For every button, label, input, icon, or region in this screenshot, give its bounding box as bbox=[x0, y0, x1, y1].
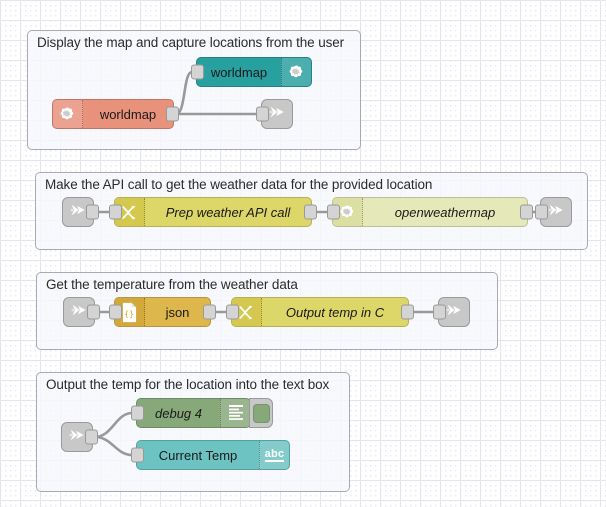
node-link-in-3[interactable] bbox=[63, 297, 100, 327]
node-label: Output temp in C bbox=[285, 304, 385, 320]
input-port[interactable] bbox=[131, 405, 144, 421]
node-label: Current Temp bbox=[158, 447, 238, 463]
node-label: debug 4 bbox=[155, 405, 202, 421]
node-label: openweathermap bbox=[394, 204, 496, 220]
input-port[interactable] bbox=[109, 204, 122, 220]
link-out-icon bbox=[444, 300, 464, 325]
input-port[interactable] bbox=[131, 447, 144, 463]
output-port[interactable] bbox=[86, 204, 99, 220]
group-label: Make the API call to get the weather dat… bbox=[45, 177, 433, 192]
output-port[interactable] bbox=[166, 106, 179, 122]
node-label: json bbox=[165, 304, 190, 320]
output-port[interactable] bbox=[87, 304, 100, 320]
globe-icon bbox=[53, 100, 83, 128]
node-json[interactable]: {} json bbox=[109, 297, 216, 327]
globe-icon bbox=[281, 58, 311, 86]
input-port[interactable] bbox=[109, 304, 122, 320]
node-worldmap-out[interactable]: worldmap bbox=[191, 57, 312, 87]
output-port[interactable] bbox=[401, 304, 414, 320]
node-debug-4[interactable]: debug 4 bbox=[131, 398, 273, 428]
node-output-temp-in-c[interactable]: Output temp in C bbox=[226, 297, 414, 327]
node-link-out-3[interactable] bbox=[433, 297, 470, 327]
node-label: worldmap bbox=[210, 64, 268, 80]
link-out-icon bbox=[546, 200, 566, 225]
node-link-in-2[interactable] bbox=[62, 197, 99, 227]
output-port[interactable] bbox=[304, 204, 317, 220]
node-link-in-4[interactable] bbox=[61, 422, 98, 452]
input-port[interactable] bbox=[256, 106, 269, 122]
node-current-temp[interactable]: Current Temp abc bbox=[131, 440, 290, 470]
link-in-icon bbox=[67, 425, 87, 450]
group-label: Output the temp for the location into th… bbox=[46, 377, 330, 392]
node-openweathermap[interactable]: openweathermap bbox=[327, 197, 533, 227]
output-port[interactable] bbox=[520, 204, 533, 220]
input-port[interactable] bbox=[191, 64, 204, 80]
output-port[interactable] bbox=[203, 304, 216, 320]
debug-lines-icon bbox=[220, 399, 250, 427]
input-port[interactable] bbox=[226, 304, 239, 320]
svg-text:{}: {} bbox=[124, 308, 134, 318]
link-out-icon bbox=[267, 102, 287, 127]
input-port[interactable] bbox=[535, 204, 548, 220]
link-in-icon bbox=[69, 300, 89, 325]
globe-icon bbox=[333, 198, 363, 226]
output-port[interactable] bbox=[85, 429, 98, 445]
debug-toggle-button[interactable] bbox=[249, 398, 273, 428]
group-label: Display the map and capture locations fr… bbox=[37, 35, 345, 50]
link-in-icon bbox=[68, 200, 88, 225]
node-link-out-1[interactable] bbox=[256, 99, 293, 129]
node-label: worldmap bbox=[99, 106, 157, 122]
group-group-output-temp[interactable]: Output the temp for the location into th… bbox=[36, 372, 350, 492]
debug-toggle-indicator bbox=[252, 403, 270, 423]
group-group-display-map[interactable]: Display the map and capture locations fr… bbox=[27, 30, 361, 150]
node-prep-weather-api-call[interactable]: Prep weather API call bbox=[109, 197, 317, 227]
input-port[interactable] bbox=[433, 304, 446, 320]
group-label: Get the temperature from the weather dat… bbox=[46, 277, 298, 292]
node-worldmap-in[interactable]: worldmap bbox=[52, 99, 179, 129]
node-link-out-2[interactable] bbox=[535, 197, 572, 227]
node-label: Prep weather API call bbox=[165, 204, 291, 220]
abc-icon: abc bbox=[259, 441, 289, 469]
input-port[interactable] bbox=[327, 204, 340, 220]
